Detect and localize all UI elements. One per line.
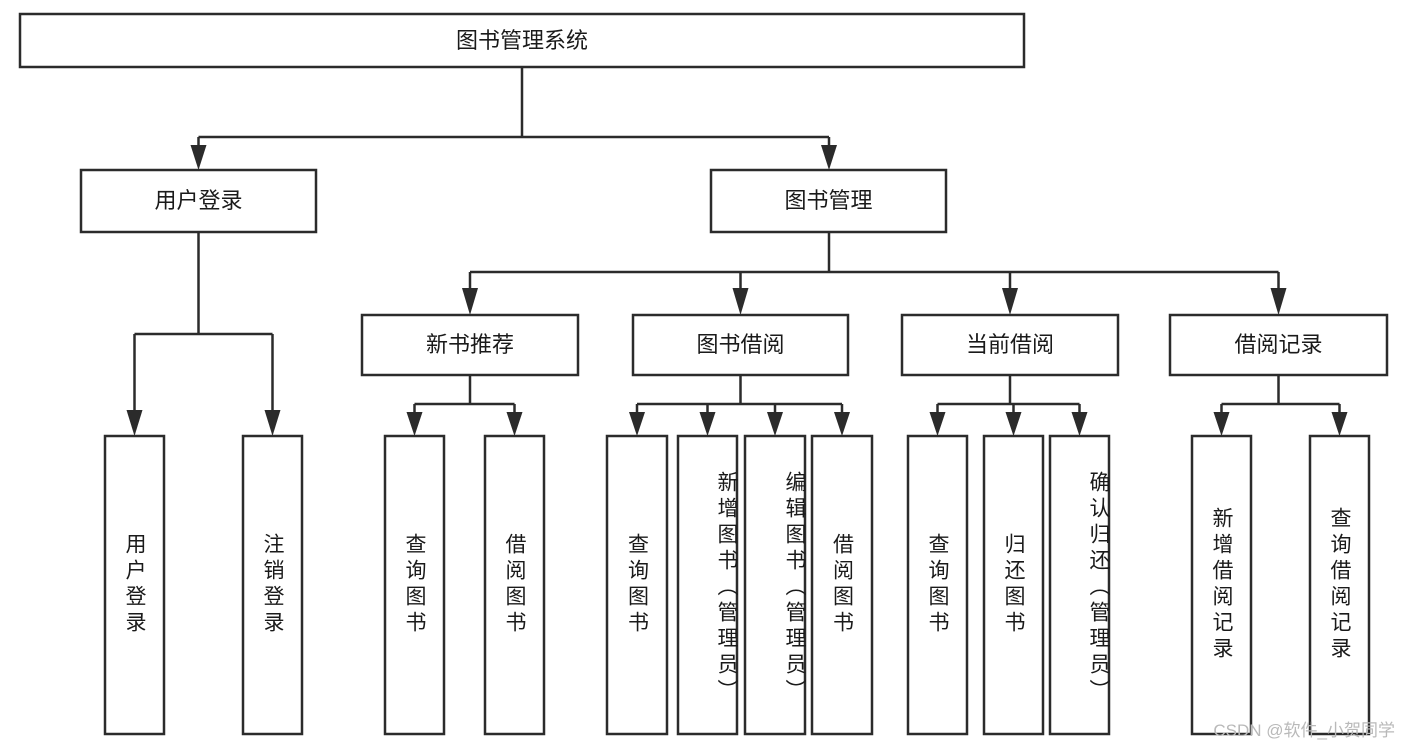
arrow-head-new-book [462, 288, 478, 315]
leaf-node[interactable] [676, 434, 739, 736]
node-current-borrow-label: 当前借阅 [966, 332, 1054, 357]
leaf-current-confirm-box[interactable] [1048, 434, 1111, 736]
arrow-head-newbook-borrow [506, 412, 523, 436]
arrow-head-book-mgmt [821, 145, 837, 170]
arrow-head-leaf-user-login [126, 410, 143, 436]
leaf-node[interactable] [1048, 434, 1111, 736]
edge-group-borrow [629, 375, 850, 436]
edge-group-root [190, 67, 837, 170]
node-book-management-box[interactable] [709, 168, 948, 234]
leaf-borrow-add-box[interactable] [676, 434, 739, 736]
leaf-borrow-query-box[interactable] [605, 434, 669, 736]
leaf-node[interactable] [1308, 434, 1371, 736]
arrow-head-record [1270, 288, 1287, 315]
leaf-borrow-borrow-box[interactable] [810, 434, 874, 736]
leaf-node[interactable] [1190, 434, 1253, 736]
leaf-logout-box[interactable] [241, 434, 304, 736]
arrow-head-current-return [1005, 412, 1022, 436]
edge-group-record [1213, 375, 1348, 436]
leaf-node[interactable] [605, 434, 669, 736]
arrow-head-current-query [929, 412, 946, 436]
node-root-label: 图书管理系统 [456, 28, 588, 53]
node-book-borrow[interactable]: 图书借阅 [631, 313, 850, 377]
node-new-book-recommend[interactable]: 新书推荐 [360, 313, 580, 377]
arrow-head-borrow-query [629, 412, 645, 436]
node-current-borrow[interactable]: 当前借阅 [900, 313, 1120, 377]
leaf-node[interactable] [383, 434, 446, 736]
arrow-head-newbook-query [406, 412, 423, 436]
arrow-head-record-add [1213, 412, 1230, 436]
leaf-record-query-box[interactable] [1308, 434, 1371, 736]
leaf-node[interactable] [103, 434, 166, 736]
leaf-newbook-borrow-box[interactable] [483, 434, 546, 736]
arrow-head-current-confirm [1071, 412, 1088, 436]
watermark: CSDN @软件_小贺同学 [1213, 721, 1395, 740]
leaf-newbook-query-box[interactable] [383, 434, 446, 736]
node-borrow-record-box[interactable] [1168, 313, 1389, 377]
arrow-head-borrow-add [699, 412, 716, 436]
arrow-head-leaf-logout [264, 410, 281, 436]
leaf-node[interactable] [906, 434, 969, 736]
leaf-current-query-box[interactable] [906, 434, 969, 736]
leaf-record-add-box[interactable] [1190, 434, 1253, 736]
leaf-borrow-edit-box[interactable] [743, 434, 807, 736]
node-book-management[interactable]: 图书管理 [709, 168, 948, 234]
node-current-borrow-box[interactable] [900, 313, 1120, 377]
leaf-current-return-box[interactable] [982, 434, 1045, 736]
node-root[interactable]: 图书管理系统 [18, 12, 1026, 69]
leaf-node[interactable] [743, 434, 807, 736]
node-new-book-recommend-label: 新书推荐 [426, 332, 514, 357]
edge-group-new-book [406, 375, 523, 436]
edge-group-user-login [126, 232, 281, 436]
arrow-head-user-login [190, 145, 207, 170]
arrow-head-current [1002, 288, 1018, 315]
node-book-management-label: 图书管理 [784, 188, 872, 213]
leaf-node[interactable] [241, 434, 304, 736]
node-user-login-box[interactable] [79, 168, 318, 234]
node-borrow-record[interactable]: 借阅记录 [1168, 313, 1389, 377]
leaf-node[interactable] [982, 434, 1045, 736]
node-root-box[interactable] [18, 12, 1026, 69]
node-user-login[interactable]: 用户登录 [79, 168, 318, 234]
arrow-head-record-query [1331, 412, 1348, 436]
node-book-borrow-label: 图书借阅 [696, 332, 784, 357]
arrow-head-borrow-edit [767, 412, 783, 436]
leaf-node[interactable] [483, 434, 546, 736]
leaf-user-login-box[interactable] [103, 434, 166, 736]
edge-group-book-mgmt [462, 232, 1287, 315]
edge-group-current [929, 375, 1088, 436]
node-borrow-record-label: 借阅记录 [1234, 332, 1322, 357]
node-user-login-label: 用户登录 [154, 188, 242, 213]
arrow-head-borrow [732, 288, 749, 315]
node-book-borrow-box[interactable] [631, 313, 850, 377]
leaf-node[interactable] [810, 434, 874, 736]
arrow-head-borrow-borrow [834, 412, 850, 436]
node-new-book-recommend-box[interactable] [360, 313, 580, 377]
